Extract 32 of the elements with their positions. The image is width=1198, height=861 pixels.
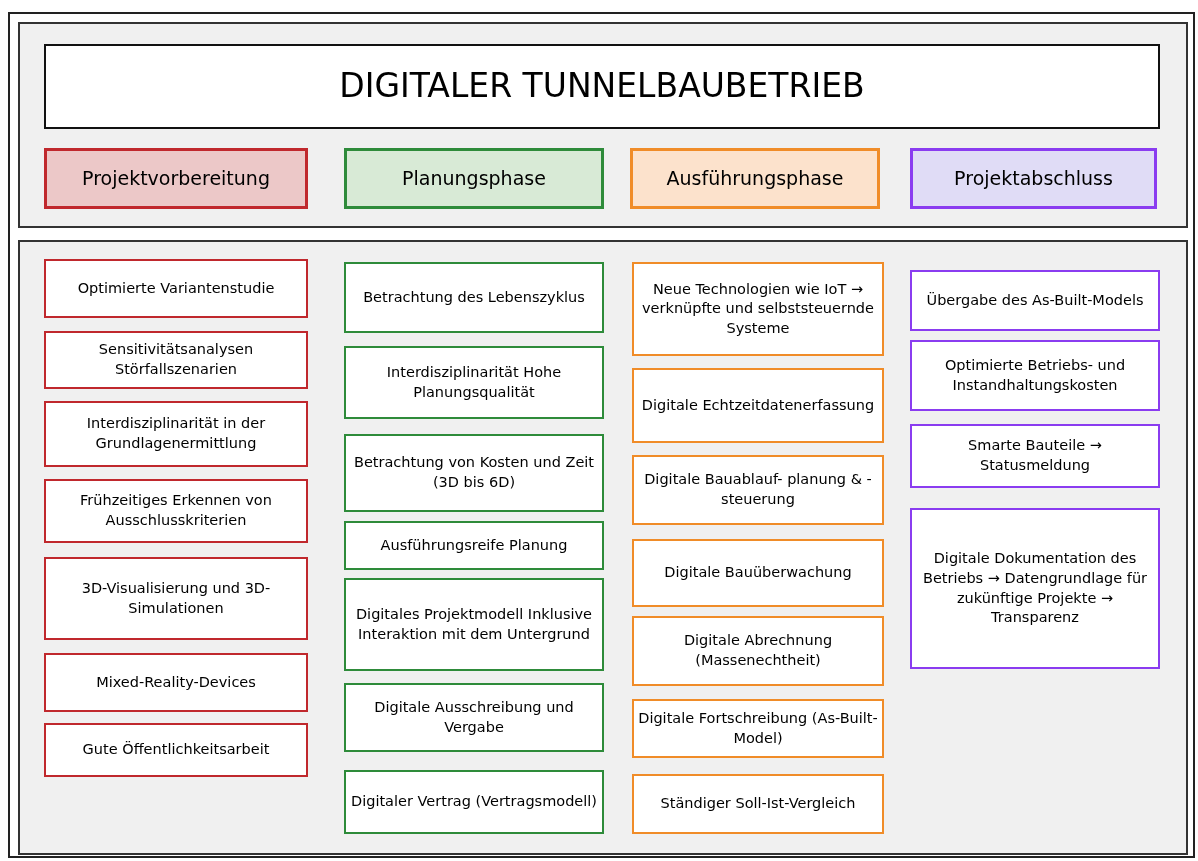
- phase-header: Projektabschluss: [910, 148, 1157, 209]
- measure-box: Betrachtung von Kosten und Zeit (3D bis 6D): [344, 434, 604, 512]
- measure-box: Betrachtung des Lebenszyklus: [344, 262, 604, 333]
- measure-box: Digitale Echtzeitdatenerfassung: [632, 368, 884, 443]
- panel-background: [18, 22, 1188, 228]
- measure-box: Smarte Bauteile → Statusmeldung: [910, 424, 1160, 488]
- measure-box: Interdisziplinarität in der Grundlagenermittlung: [44, 401, 308, 467]
- measure-box: Digitale Ausschreibung und Vergabe: [344, 683, 604, 752]
- measure-box: Sensitivitätsanalysen Störfallszenarien: [44, 331, 308, 389]
- measure-box: Digitale Abrechnung (Massenechtheit): [632, 616, 884, 686]
- measure-box: Ständiger Soll-Ist-Vergleich: [632, 774, 884, 834]
- measure-box: Gute Öffentlichkeitsarbeit: [44, 723, 308, 777]
- measure-box: Optimierte Betriebs- und Instandhaltungskosten: [910, 340, 1160, 411]
- measure-box: Digitale Bauüberwachung: [632, 539, 884, 607]
- measure-box: Digitales Projektmodell Inklusive Interaktion mit dem Untergrund: [344, 578, 604, 671]
- measure-box: Digitale Fortschreibung (As-Built-Model): [632, 699, 884, 758]
- phase-header: Projektvorbereitung: [44, 148, 308, 209]
- measure-box: Optimierte Variantenstudie: [44, 259, 308, 318]
- measure-box: Interdisziplinarität Hohe Planungsqualität: [344, 346, 604, 419]
- measure-box: Mixed-Reality-Devices: [44, 653, 308, 712]
- panel-background: [18, 240, 1188, 855]
- measure-box: Neue Technologien wie IoT → verknüpfte und selbststeuernde Systeme: [632, 262, 884, 356]
- measure-box: Übergabe des As-Built-Models: [910, 270, 1160, 331]
- phase-header: Planungsphase: [344, 148, 604, 209]
- title-box: DIGITALER TUNNELBAUBETRIEB: [44, 44, 1160, 129]
- phase-header: Ausführungsphase: [630, 148, 880, 209]
- measure-box: 3D-Visualisierung und 3D-Simulationen: [44, 557, 308, 640]
- measure-box: Frühzeitiges Erkennen von Ausschlusskriterien: [44, 479, 308, 543]
- measure-box: Digitale Dokumentation des Betriebs → Datengrundlage für zukünftige Projekte → Transparenz: [910, 508, 1160, 669]
- measure-box: Digitale Bauablauf- planung & -steuerung: [632, 455, 884, 525]
- measure-box: Ausführungsreife Planung: [344, 521, 604, 570]
- measure-box: Digitaler Vertrag (Vertragsmodell): [344, 770, 604, 834]
